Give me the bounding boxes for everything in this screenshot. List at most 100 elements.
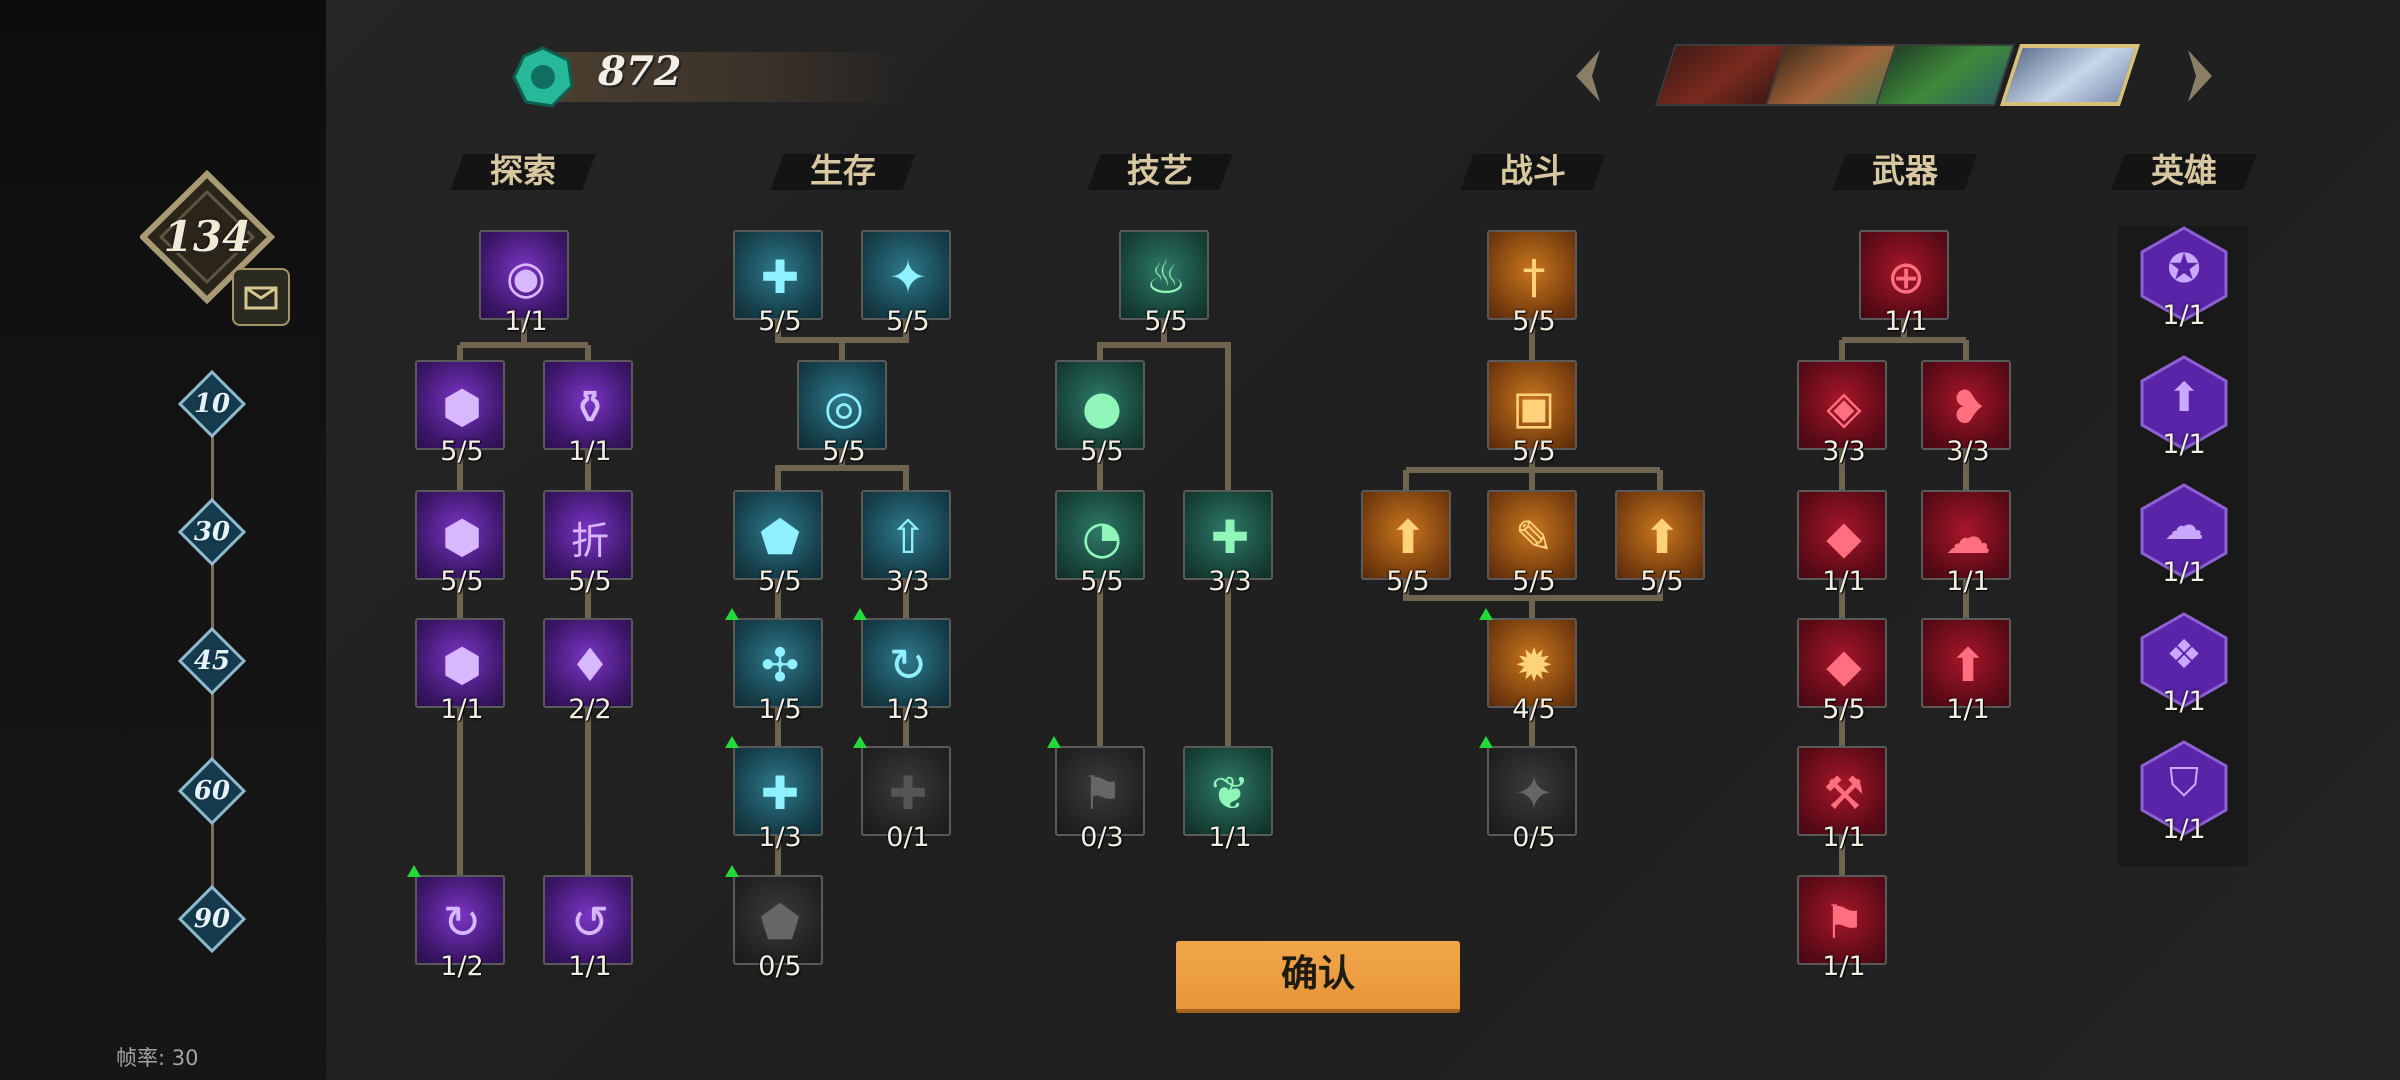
teal-gem-icon (510, 44, 576, 110)
category-weapon: 武器 (1845, 148, 1965, 194)
skill-node-explore-3[interactable]: ⚱1/1 (543, 360, 633, 467)
upgrade-arrow-icon (1479, 608, 1493, 620)
skill-node-survive-7[interactable]: ↻1/3 (853, 608, 951, 725)
skill-node-survive-6[interactable]: ✣1/5 (725, 608, 823, 725)
skill-node-survive-10[interactable]: ⬟0/5 (725, 865, 823, 982)
armor-icon: ✦ (888, 250, 928, 304)
skill-node-survive-8[interactable]: ✚1/3 (725, 736, 823, 853)
swirl-icon: ↻ (888, 638, 928, 692)
loop-icon: ↺ (570, 895, 610, 949)
shield-icon: ⛉ (2169, 760, 2199, 806)
wings-icon: ❦ (1210, 766, 1250, 820)
confirm-button[interactable]: 确认 (1176, 941, 1460, 1013)
skill-node-survive-9[interactable]: ✚0/1 (853, 736, 951, 853)
upgrade-arrow-icon (853, 608, 867, 620)
hero-node-5[interactable]: ⛉ 1/1 (2140, 740, 2228, 845)
skill-node-weapon-6[interactable]: ◆5/5 (1797, 618, 1887, 725)
orb-icon: ◎ (823, 380, 865, 434)
vortex-icon: ◉ (505, 250, 547, 304)
turret-icon: ⚑ (1823, 895, 1865, 949)
crosshair-icon: ⊕ (1886, 250, 1926, 304)
bullet-icon: ⬆ (1388, 510, 1428, 564)
skill-node-explore-8[interactable]: ↻1/2 (407, 865, 505, 982)
skill-node-craft-1[interactable]: ♨5/5 (1119, 230, 1209, 337)
next-hero-arrow[interactable] (2180, 46, 2220, 106)
milestone-10: 10 (177, 369, 247, 439)
rune-icon: ◈ (1826, 380, 1862, 434)
skill-node-weapon-5[interactable]: ☁1/1 (1921, 490, 2011, 597)
currency-bar (550, 52, 910, 102)
hero-node-3[interactable]: ☁ 1/1 (2140, 483, 2228, 588)
category-explore: 探索 (463, 148, 583, 194)
skill-node-combat-3[interactable]: ⬆5/5 (1361, 490, 1451, 597)
emblem-icon: ❖ (2166, 632, 2202, 678)
skill-node-explore-4[interactable]: ⬢5/5 (415, 490, 505, 597)
pen-icon: ✎ (1514, 510, 1554, 564)
bomb-icon: ● (1081, 380, 1123, 434)
bullet-icon: ⬆ (1642, 510, 1682, 564)
up-arrow-icon: ⬆ (2167, 375, 2201, 421)
upgrade-arrow-icon (725, 865, 739, 877)
skill-node-survive-1[interactable]: ✚5/5 (733, 230, 823, 337)
hero-node-4[interactable]: ❖ 1/1 (2140, 612, 2228, 717)
crystal-icon: ♦ (569, 638, 611, 692)
milestone-30: 30 (177, 497, 247, 567)
skill-node-explore-6[interactable]: ⬢1/1 (415, 618, 505, 725)
upgrade-arrow-icon (853, 736, 867, 748)
skill-node-weapon-1[interactable]: ⊕1/1 (1859, 230, 1949, 337)
skill-node-combat-7[interactable]: ✦0/5 (1479, 736, 1577, 853)
upgrade-arrow-icon (1047, 736, 1061, 748)
spin-icon: ✣ (760, 638, 800, 692)
explosion-icon: ✹ (1514, 638, 1554, 692)
skill-node-weapon-8[interactable]: ⚒1/1 (1797, 746, 1887, 853)
fist-icon: ✪ (2167, 246, 2201, 292)
skill-node-weapon-2[interactable]: ◈3/3 (1797, 360, 1887, 467)
shield-icon: ⬟ (760, 510, 800, 564)
skill-node-combat-2[interactable]: ▣5/5 (1487, 360, 1577, 467)
upgrade-arrow-icon (725, 736, 739, 748)
skill-node-craft-5[interactable]: ⚑0/3 (1047, 736, 1145, 853)
skill-node-explore-2[interactable]: ⬢5/5 (415, 360, 505, 467)
coins-icon: ⬢ (441, 510, 483, 564)
shield-locked-icon: ⬟ (760, 895, 800, 949)
skill-node-explore-7[interactable]: ♦2/2 (543, 618, 633, 725)
hero-node-2[interactable]: ⬆ 1/1 (2140, 355, 2228, 460)
skill-node-survive-2[interactable]: ✦5/5 (861, 230, 951, 337)
regen-icon: ✚ (1210, 510, 1250, 564)
coin-light-icon: ⬢ (441, 638, 483, 692)
heal-locked-icon: ✚ (888, 766, 928, 820)
skill-node-weapon-3[interactable]: ❥3/3 (1921, 360, 2011, 467)
sword-icon: † (1522, 250, 1546, 304)
badge-up-icon: ⬆ (1948, 638, 1988, 692)
banner-locked-icon: ⚑ (1081, 766, 1123, 820)
up-arrow-icon: ⇧ (888, 510, 928, 564)
skill-node-weapon-7[interactable]: ⬆1/1 (1921, 618, 2011, 725)
beast-icon: ❥ (1948, 380, 1988, 434)
skill-node-explore-9[interactable]: ↺1/1 (543, 875, 633, 982)
skill-node-weapon-4[interactable]: ◆1/1 (1797, 490, 1887, 597)
skill-node-combat-6[interactable]: ✹4/5 (1479, 608, 1577, 725)
skill-node-craft-4[interactable]: ✚3/3 (1183, 490, 1273, 597)
skill-node-combat-4[interactable]: ✎5/5 (1487, 490, 1577, 597)
prev-hero-arrow[interactable] (1568, 46, 1608, 106)
diamond-icon: ◆ (1826, 638, 1862, 692)
coin-icon: ⬢ (441, 380, 483, 434)
chest-icon[interactable] (232, 268, 290, 326)
skill-node-survive-3[interactable]: ◎5/5 (797, 360, 887, 467)
cloud-icon: ☁ (1945, 510, 1991, 564)
hero-node-1[interactable]: ✪ 1/1 (2140, 226, 2228, 331)
refresh-icon: ↻ (442, 895, 482, 949)
skill-node-craft-3[interactable]: ◔5/5 (1055, 490, 1145, 597)
skill-node-craft-2[interactable]: ●5/5 (1055, 360, 1145, 467)
skill-node-craft-6[interactable]: ❦1/1 (1183, 746, 1273, 853)
milestone-45: 45 (177, 626, 247, 696)
skill-node-combat-5[interactable]: ⬆5/5 (1615, 490, 1705, 597)
skill-node-survive-5[interactable]: ⇧3/3 (861, 490, 951, 597)
skill-node-survive-4[interactable]: ⬟5/5 (733, 490, 823, 597)
skill-node-explore-1[interactable]: ◉1/1 (479, 230, 569, 337)
skill-node-combat-1[interactable]: †5/5 (1487, 230, 1577, 337)
skill-node-weapon-9[interactable]: ⚑1/1 (1797, 875, 1887, 982)
heal-circle-icon: ✚ (760, 766, 800, 820)
